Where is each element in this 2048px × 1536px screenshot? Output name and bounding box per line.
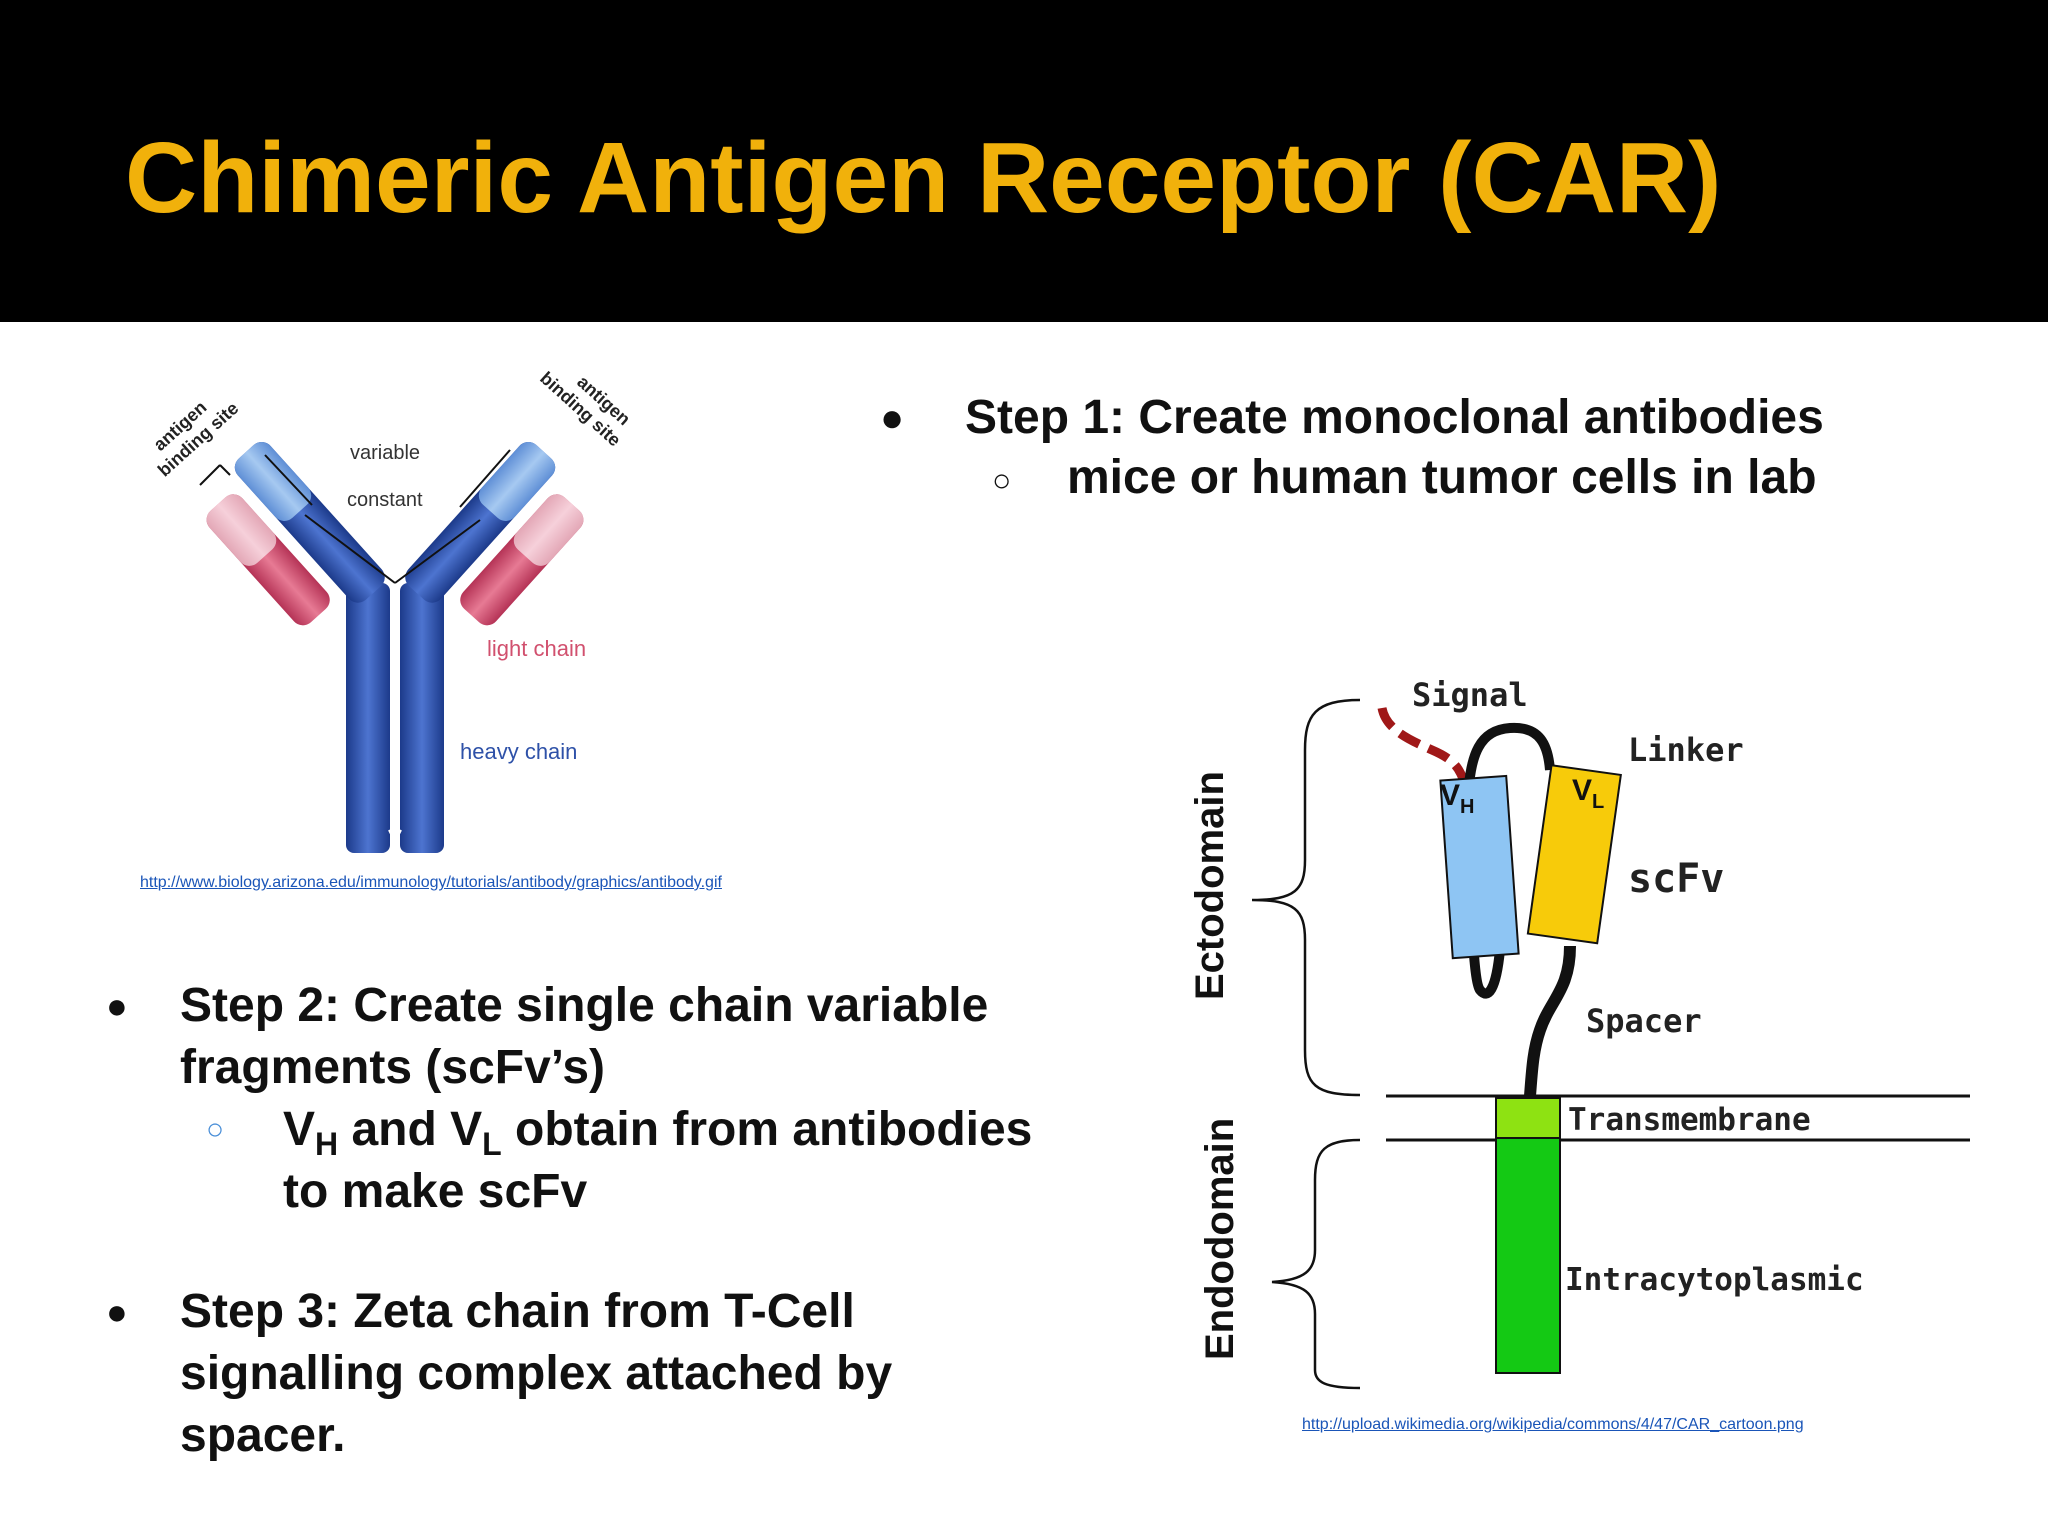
step1-subitem: ○ mice or human tumor cells in lab (880, 448, 2000, 508)
antibody-diagram: antigen binding site antigen binding sit… (150, 368, 634, 853)
right-arm (405, 441, 584, 626)
left-arm (206, 441, 385, 626)
vh-main: V (1440, 779, 1460, 812)
vh-subscript: H (315, 1126, 339, 1162)
variable-label: variable (350, 442, 420, 464)
constant-label: constant (347, 489, 423, 511)
vl-main: V (1572, 774, 1592, 807)
left-site-label: antigen binding site (150, 397, 243, 480)
vl-subscript: L (482, 1126, 502, 1162)
intracytoplasmic-domain (1495, 1137, 1561, 1374)
endodomain-label: Endodomain (1198, 1118, 1242, 1360)
antibody-source-link[interactable]: http://www.biology.arizona.edu/immunolog… (140, 874, 722, 891)
step3-line1: Step 3: Zeta chain from T-Cell (180, 1285, 855, 1338)
ectodomain-label: Ectodomain (1188, 771, 1232, 1000)
and-vl-text: and V (338, 1103, 483, 1156)
step1-list: ● Step 1: Create monoclonal antibodies ○… (880, 388, 2000, 508)
signal-peptide (1377, 706, 1473, 794)
step1-subtext: mice or human tumor cells in lab (1067, 451, 1817, 504)
scfv-label: scFv (1628, 856, 1724, 902)
vh-domain (1439, 774, 1520, 960)
right-site-label: antigen binding site (536, 368, 634, 450)
step2-item: ● Step 2: Create single chain variable f… (100, 975, 1100, 1099)
step1-item: ● Step 1: Create monoclonal antibodies (880, 388, 2000, 448)
step2-subitem: ○ VH and VL obtain from antibodies to ma… (100, 1099, 1100, 1223)
bullet-dot: ● (106, 1291, 128, 1332)
vh-letter: V (283, 1103, 316, 1156)
steps-list: ● Step 2: Create single chain variable f… (100, 975, 1100, 1467)
title-bar: Chimeric Antigen Receptor (CAR) (0, 0, 2048, 322)
spacer-line (1524, 945, 1576, 1097)
car-source-link[interactable]: http://upload.wikimedia.org/wikipedia/co… (1302, 1416, 1804, 1433)
vl-label: VL (1572, 774, 1604, 813)
step2-subline1: VH and VL obtain from antibodies (283, 1099, 1032, 1175)
vl-domain (1526, 764, 1622, 945)
step2-line2: fragments (scFv’s) (180, 1041, 606, 1094)
bullet-dot: ● (880, 396, 905, 440)
heavy-chain-stem (346, 583, 444, 853)
step2-line1: Step 2: Create single chain variable (180, 979, 989, 1032)
light-chain-label: light chain (487, 636, 586, 661)
ectodomain-brace (1251, 698, 1361, 1097)
spacer-label: Spacer (1586, 1002, 1702, 1040)
transmembrane-label: Transmembrane (1568, 1102, 1811, 1138)
heavy-chain-label: heavy chain (460, 739, 577, 764)
slide-title: Chimeric Antigen Receptor (CAR) (125, 122, 1722, 234)
vl-sub: L (1592, 791, 1604, 813)
step3-line3: spacer. (180, 1409, 346, 1462)
vh-sub: H (1460, 796, 1474, 818)
intracytoplasmic-label: Intracytoplasmic (1565, 1262, 1864, 1298)
step2-subline2: to make scFv (283, 1165, 588, 1218)
sub-bullet-circle: ○ (992, 462, 1012, 498)
vh-label: VH (1440, 779, 1474, 818)
transmembrane-domain (1495, 1097, 1561, 1139)
center-arrow (388, 585, 402, 845)
step1-text: Step 1: Create monoclonal antibodies (965, 391, 1824, 444)
step3-item: ● Step 3: Zeta chain from T-Cell signall… (100, 1281, 1100, 1467)
step3-line2: signalling complex attached by (180, 1347, 893, 1400)
car-diagram: Ectodomain Endodomain VH VL Signal Linke… (1188, 676, 1970, 1390)
signal-label: Signal (1412, 676, 1528, 714)
sub-bullet-circle: ○ (206, 1113, 225, 1146)
bullet-dot: ● (106, 985, 128, 1026)
pointer-lines (199, 449, 511, 584)
linker-label: Linker (1628, 731, 1744, 769)
obtain-text: obtain from antibodies (501, 1103, 1033, 1156)
endodomain-brace (1271, 1138, 1361, 1390)
